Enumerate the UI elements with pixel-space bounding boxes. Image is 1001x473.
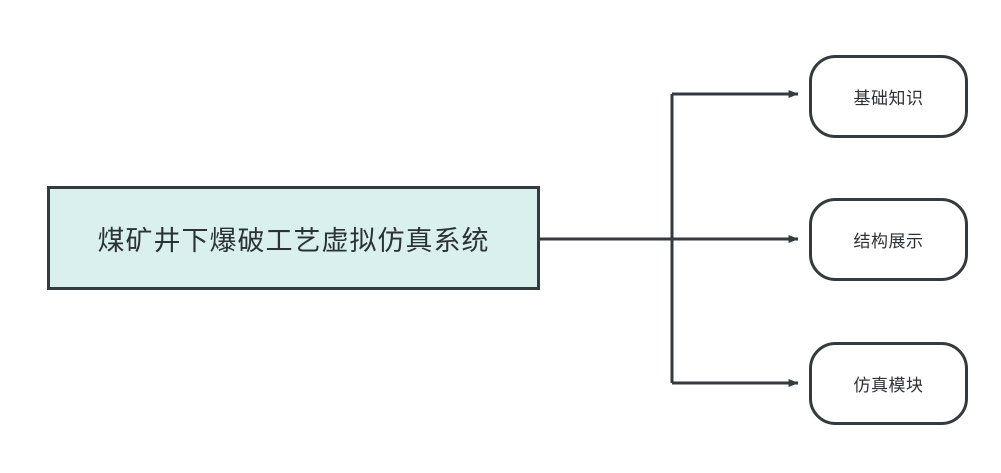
branch-node-shape-3[interactable] xyxy=(809,342,968,425)
root-node-shape[interactable] xyxy=(47,186,540,290)
branch-node-shape-1[interactable] xyxy=(809,55,968,138)
branch-node-shape-2[interactable] xyxy=(809,198,968,281)
